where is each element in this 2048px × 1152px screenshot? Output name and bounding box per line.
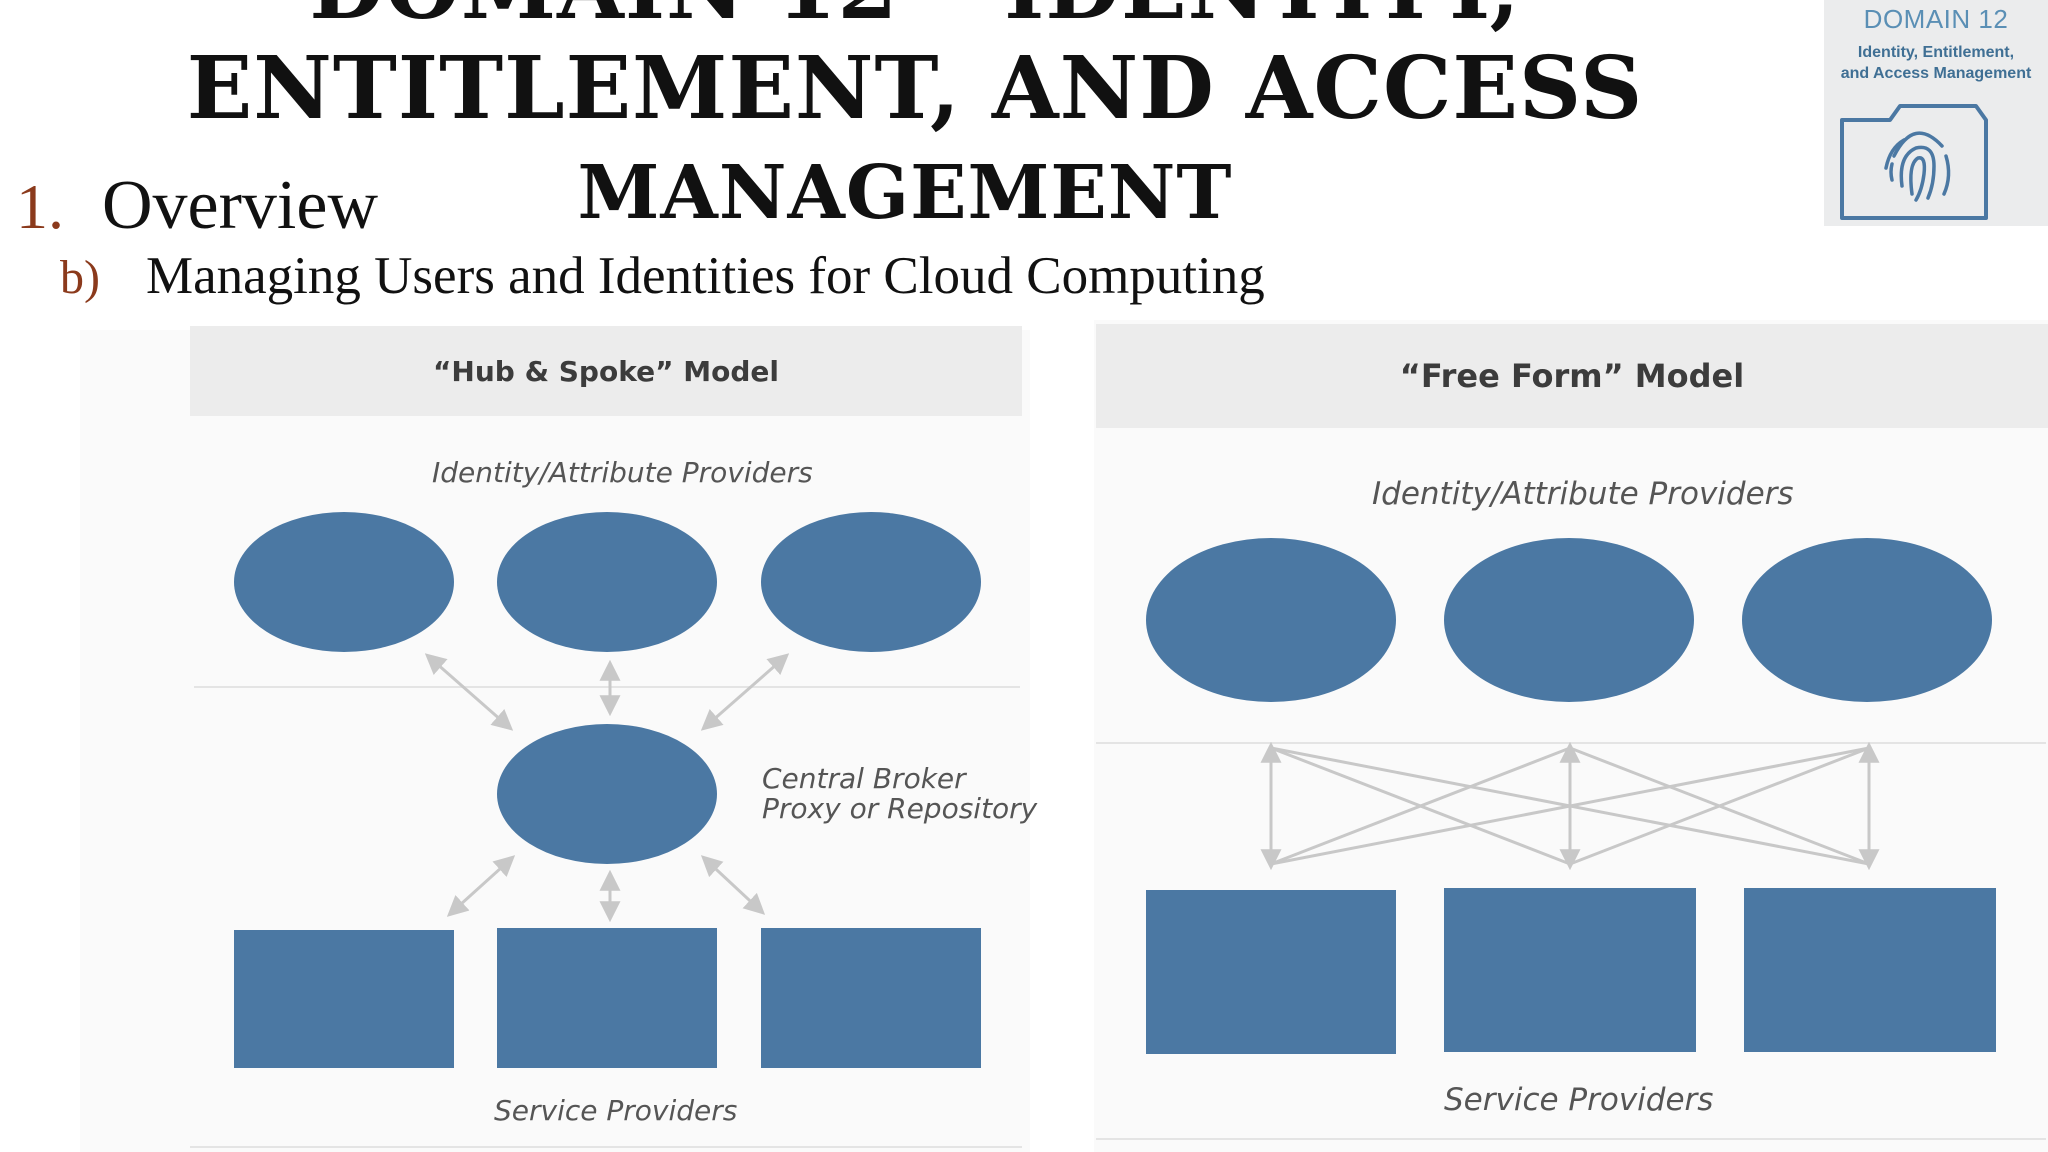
slide-title-line-3: MANAGEMENT <box>577 150 1233 236</box>
outline-number-level-2: b) <box>60 251 100 304</box>
free-form-header: “Free Form” Model <box>1096 324 2048 428</box>
free-form-bottom-rule <box>1096 1138 2046 1140</box>
hub-spoke-service-providers-label: Service Providers <box>494 1094 738 1127</box>
fingerprint-icon <box>1840 104 1988 220</box>
outline-subheading: Managing Users and Identities for Cloud … <box>146 247 1265 305</box>
free-identity-provider-2 <box>1444 538 1694 702</box>
hub-service-provider-3 <box>761 928 981 1068</box>
outline-number-level-1: 1. <box>16 171 64 242</box>
hub-connector-provider-3 <box>700 653 790 731</box>
hub-spoke-identity-providers-label: Identity/Attribute Providers <box>432 456 813 489</box>
central-broker-label-line-1: Central Broker <box>762 762 966 795</box>
free-service-provider-2 <box>1444 888 1696 1052</box>
hub-service-provider-2 <box>497 928 717 1068</box>
hub-connector-service-1 <box>446 855 516 917</box>
hub-spoke-bottom-rule <box>190 1146 1022 1148</box>
badge-subtitle: Identity, Entitlement, and Access Manage… <box>1824 42 2048 84</box>
outline-heading-overview: Overview <box>102 167 379 244</box>
hub-identity-provider-1 <box>234 512 454 652</box>
badge-subtitle-line-1: Identity, Entitlement, <box>1857 44 2015 61</box>
free-identity-provider-3 <box>1742 538 1992 702</box>
hub-identity-provider-3 <box>761 512 981 652</box>
hub-identity-provider-2 <box>497 512 717 652</box>
central-broker-label-line-2: Proxy or Repository <box>762 792 1038 825</box>
free-service-provider-3 <box>1744 888 1996 1052</box>
slide-title-line-1: DOMAIN 12 – IDENTITY, <box>0 0 1830 39</box>
hub-connector-service-3 <box>700 855 766 915</box>
badge-subtitle-line-2: and Access Management <box>1840 65 2032 82</box>
hub-service-provider-1 <box>234 930 454 1068</box>
badge-title: DOMAIN 12 <box>1863 4 2009 34</box>
free-service-provider-1 <box>1146 890 1396 1054</box>
free-form-service-providers-label: Service Providers <box>1444 1082 1714 1118</box>
free-identity-provider-1 <box>1146 538 1396 702</box>
hub-connector-provider-1 <box>424 653 514 731</box>
hub-spoke-header: “Hub & Spoke” Model <box>190 326 1022 416</box>
domain-badge: DOMAIN 12 Identity, Entitlement, and Acc… <box>1824 0 2048 226</box>
central-broker-node <box>497 724 717 864</box>
free-form-identity-providers-label: Identity/Attribute Providers <box>1372 476 1794 512</box>
slide-title-line-2: ENTITLEMENT, AND ACCESS <box>186 38 1644 139</box>
